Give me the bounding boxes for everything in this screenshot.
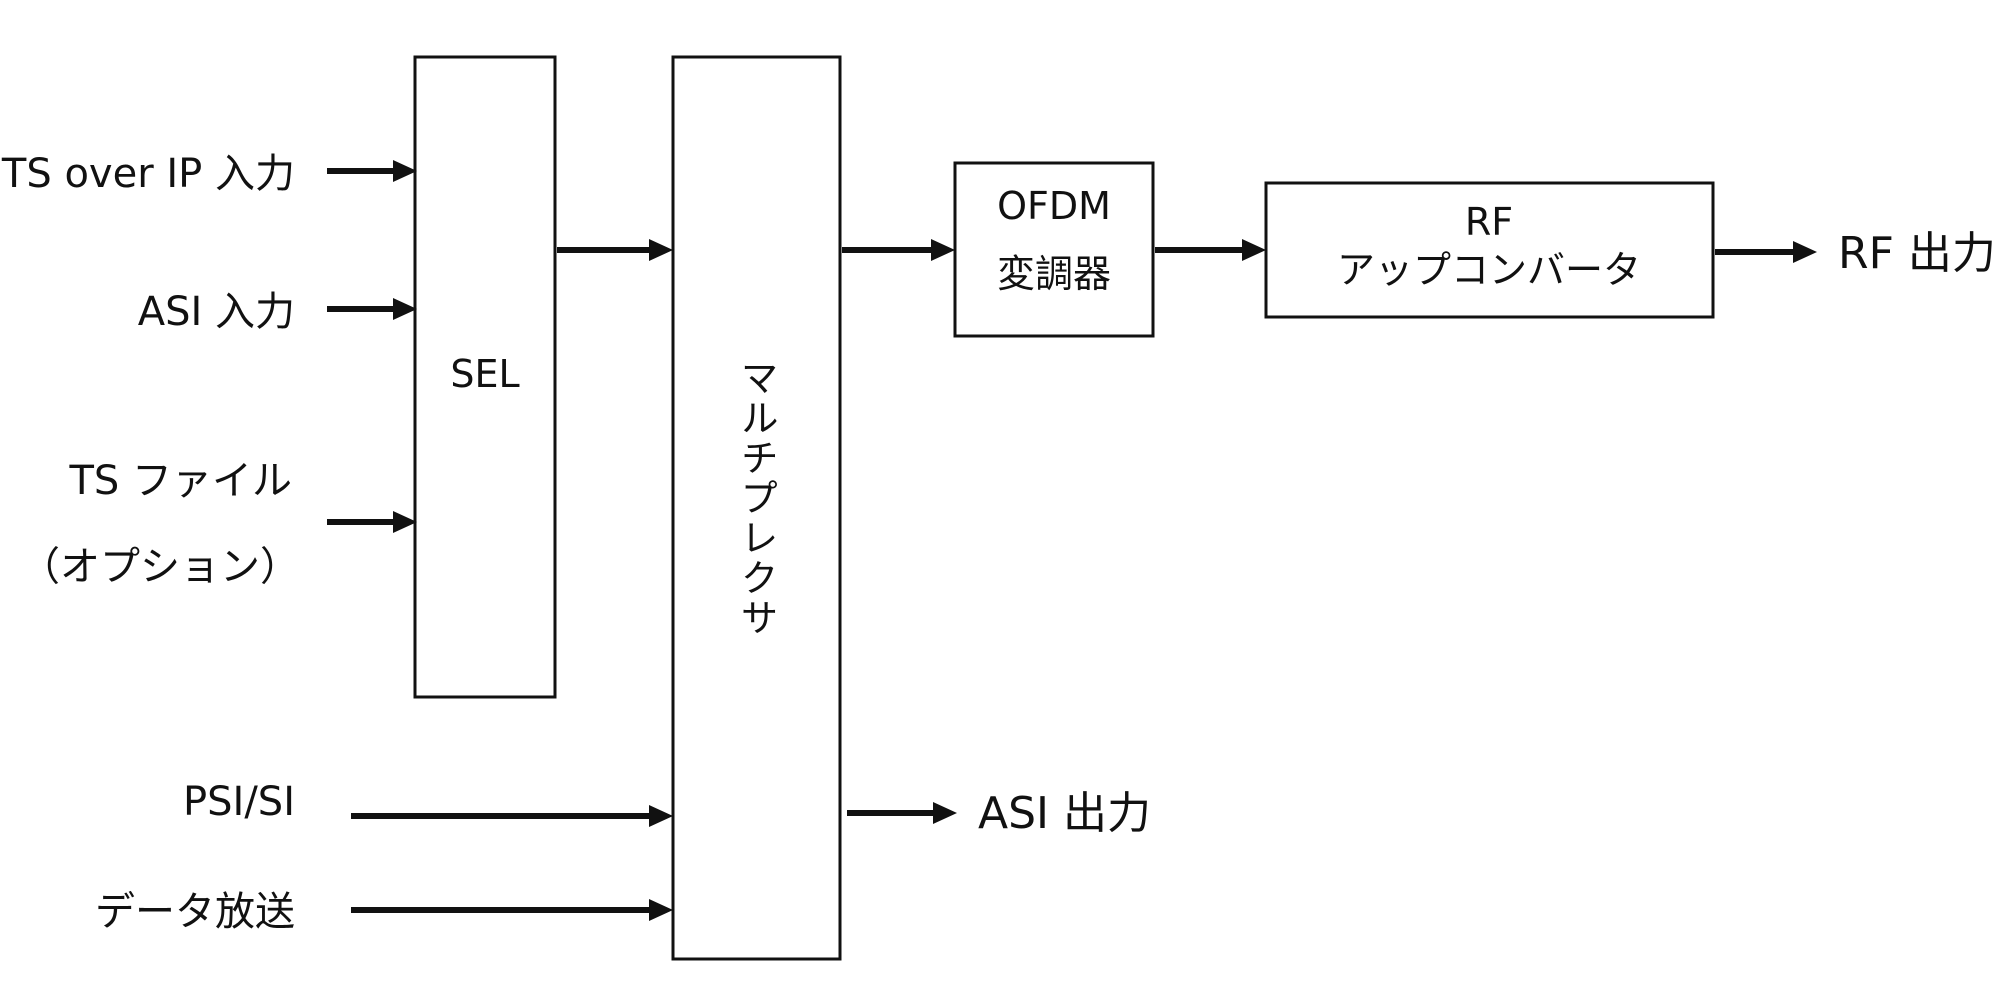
rf-label-line1: RF [1465, 200, 1513, 244]
arrow-asi-to-sel [327, 298, 417, 320]
psi-si-input-label: PSI/SI [183, 779, 295, 825]
arrow-data-broadcast-to-multiplexer [351, 899, 673, 921]
arrow-sel-to-multiplexer [557, 239, 673, 261]
asi-output-label: ASI 出力 [978, 788, 1151, 839]
data-broadcast-input-label: データ放送 [95, 889, 295, 935]
arrow-ofdm-to-rf-upconverter [1155, 239, 1266, 261]
ts-over-ip-input-label: TS over IP 入力 [1, 151, 295, 197]
ts-file-input-label: TS ファイル [68, 458, 292, 504]
sel-label: SEL [450, 352, 519, 396]
arrow-ts-over-ip-to-sel [327, 160, 417, 182]
multiplexer-label: マルチプレクサ [734, 358, 778, 638]
rf-label-line2: アップコンバータ [1337, 248, 1641, 292]
arrow-ts-file-to-sel [327, 511, 417, 533]
ofdm-label-line1: OFDM [997, 184, 1111, 228]
asi-input-label: ASI 入力 [138, 289, 295, 335]
rf-output-label: RF 出力 [1838, 228, 1996, 279]
ofdm-modulator-block [953, 161, 1155, 338]
arrow-psi-si-to-multiplexer [351, 805, 673, 827]
arrow-multiplexer-to-ofdm [842, 239, 955, 261]
sel-block [413, 55, 557, 699]
ts-file-option-label: （オプション） [20, 544, 300, 590]
rf-upconverter-block [1264, 181, 1715, 319]
multiplexer-block [671, 55, 842, 961]
arrow-multiplexer-to-asi-output [847, 802, 957, 824]
arrow-rf-upconverter-to-rf-output [1715, 241, 1817, 263]
ofdm-label-line2: 変調器 [997, 252, 1111, 296]
